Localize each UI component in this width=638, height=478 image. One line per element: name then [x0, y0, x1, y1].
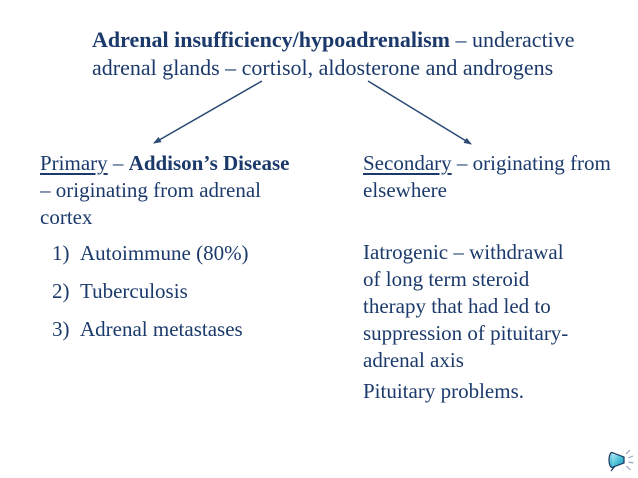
sound-rays-icon [625, 449, 634, 471]
primary-heading-line-3: cortex [40, 205, 93, 229]
list-item-text: Adrenal metastases [80, 317, 243, 341]
iatrogenic-line: adrenal axis [363, 348, 464, 372]
list-item-number: 2) [52, 279, 70, 303]
iatrogenic-paragraph: Iatrogenic – withdrawal of long term ste… [363, 239, 618, 374]
speaker-stand-icon [610, 465, 616, 472]
primary-causes-list: 1) Autoimmune (80%) 2) Tuberculosis 3) A… [52, 240, 352, 354]
pituitary-paragraph: Pituitary problems. [363, 379, 524, 403]
secondary-term: Secondary [363, 151, 452, 175]
iatrogenic-line: of long term steroid [363, 267, 530, 291]
slide-title: Adrenal insufficiency/hypoadrenalism – u… [92, 26, 592, 82]
iatrogenic-line: suppression of pituitary- [363, 321, 569, 345]
iatrogenic-line: therapy that had led to [363, 294, 551, 318]
primary-separator: – [107, 151, 129, 175]
list-item-text: Tuberculosis [80, 279, 188, 303]
title-bold-text: Adrenal insufficiency/hypoadrenalism [92, 27, 450, 52]
iatrogenic-line: Iatrogenic – withdrawal [363, 240, 564, 264]
secondary-heading-line-2: elsewhere [363, 178, 447, 202]
primary-emphasis: Addison’s Disease [128, 151, 290, 175]
list-item-number: 1) [52, 241, 70, 265]
speaker-cone-icon [611, 451, 625, 469]
primary-heading: Primary – Addison’s Disease – originatin… [40, 150, 350, 231]
list-item-number: 3) [52, 317, 70, 341]
list-item: 1) Autoimmune (80%) [52, 240, 352, 267]
title-line-1: Adrenal insufficiency/hypoadrenalism – u… [92, 26, 592, 54]
list-item: 3) Adrenal metastases [52, 316, 352, 343]
title-line-2: adrenal glands – cortisol, aldosterone a… [92, 55, 554, 80]
arrow-to-primary-icon [153, 80, 263, 144]
list-item-text: Autoimmune (80%) [80, 241, 249, 265]
arrow-to-secondary-icon [367, 80, 472, 145]
audio-speaker-icon[interactable] [605, 445, 635, 475]
title-rest-text: – underactive [449, 27, 575, 52]
primary-heading-line-1: Primary – Addison’s Disease [40, 150, 350, 177]
secondary-heading-line-1: Secondary – originating from [363, 150, 618, 177]
secondary-rest: – originating from [451, 151, 611, 175]
list-item: 2) Tuberculosis [52, 278, 352, 305]
primary-term: Primary [40, 151, 108, 175]
primary-heading-line-2: – originating from adrenal [40, 178, 262, 202]
secondary-heading: Secondary – originating from elsewhere [363, 150, 618, 204]
